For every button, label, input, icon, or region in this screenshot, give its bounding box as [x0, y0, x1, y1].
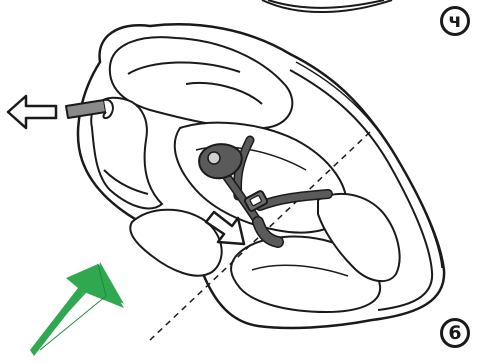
step-badge-bottom: 6 [440, 318, 470, 348]
previous-step-fragment [262, 0, 392, 12]
pulled-strap-tail [66, 100, 113, 118]
step-badge-top-label: ч [448, 12, 461, 31]
step-badge-top: ч [440, 6, 470, 36]
shoulder-pad-button [208, 152, 220, 164]
outline-arrow-left-icon [8, 96, 56, 128]
step-badge-bottom-label: 6 [448, 324, 461, 343]
green-arrow-up-icon [30, 262, 124, 356]
